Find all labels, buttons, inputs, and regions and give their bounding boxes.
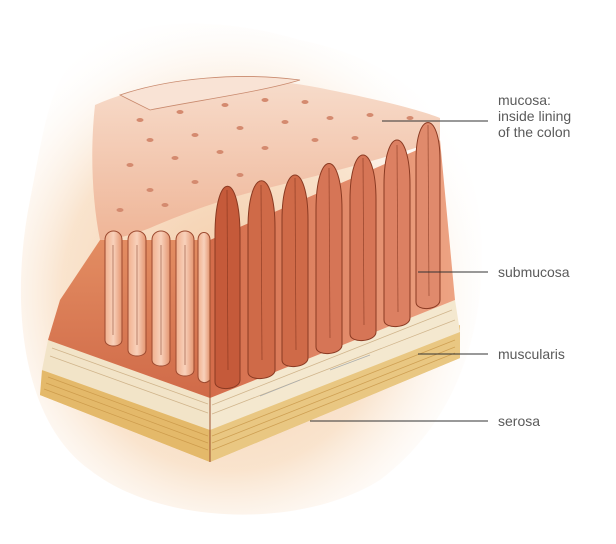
mucosa-label-line-1: mucosa: xyxy=(498,92,571,108)
mucosa-label: mucosa: inside lining of the colon xyxy=(498,92,571,140)
mucosa-label-line-2: inside lining xyxy=(498,108,571,124)
muscularis-label: muscularis xyxy=(498,346,565,362)
mucosa-label-line-3: of the colon xyxy=(498,124,571,140)
serosa-label: serosa xyxy=(498,413,540,429)
submucosa-label: submucosa xyxy=(498,264,570,280)
